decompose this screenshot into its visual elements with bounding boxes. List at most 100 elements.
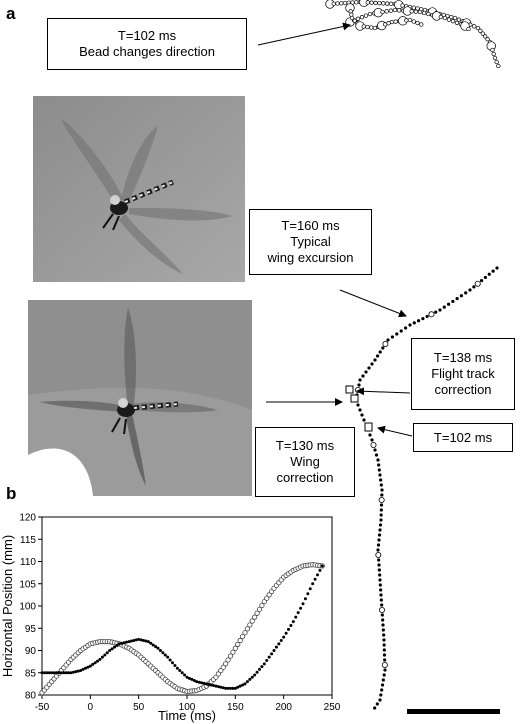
data-point-interp <box>86 665 90 669</box>
x-tick-label: 150 <box>227 702 244 713</box>
track-point <box>468 22 473 27</box>
track-point <box>487 39 493 45</box>
track-point <box>378 573 382 577</box>
x-axis-label: Time (ms) <box>158 708 216 723</box>
panel-b-label: b <box>6 484 17 503</box>
track-point <box>377 20 387 31</box>
track-point <box>381 623 385 627</box>
track-point <box>404 18 409 23</box>
track-point <box>351 18 357 23</box>
track-point <box>373 7 384 18</box>
callout-wing-correction-text2: correction <box>276 470 334 485</box>
track-point <box>382 643 386 647</box>
track-point <box>372 11 377 16</box>
track-point <box>486 41 496 51</box>
track-point <box>421 316 425 321</box>
data-point-interp <box>318 568 322 572</box>
data-point-interp <box>250 675 254 679</box>
data-point-interp <box>103 653 107 657</box>
callout-wing-correction-time: T=130 ms <box>275 438 335 453</box>
panel-a-label: a <box>6 4 16 23</box>
track-point <box>377 563 381 567</box>
track-point <box>352 18 357 23</box>
track-point <box>376 548 380 552</box>
x-tick-label: -50 <box>35 702 50 713</box>
track-point <box>354 398 358 402</box>
callout-bead-direction-time: T=102 ms <box>117 28 177 43</box>
data-point <box>291 620 295 624</box>
track-point <box>366 428 370 432</box>
data-point-interp <box>256 606 263 612</box>
track-point <box>379 483 383 487</box>
data-point-interp <box>100 655 104 659</box>
track-point <box>379 518 383 522</box>
track-point <box>397 19 402 24</box>
data-point <box>127 640 131 644</box>
y-tick-label: 90 <box>25 646 37 657</box>
track-point <box>438 14 443 20</box>
series-1 <box>39 562 325 696</box>
data-point-interp <box>238 684 242 688</box>
track-point <box>460 21 470 31</box>
track-point <box>422 10 427 16</box>
data-point <box>195 680 199 684</box>
data-point <box>252 614 258 620</box>
track-point <box>368 433 372 437</box>
track-point <box>350 0 355 5</box>
track-point <box>415 20 420 26</box>
data-point <box>204 682 208 686</box>
data-point-interp <box>105 651 109 655</box>
track-point <box>379 503 384 507</box>
data-point-interp <box>81 667 85 671</box>
track-point <box>369 25 374 30</box>
data-point <box>224 686 228 690</box>
data-point-interp <box>287 627 290 631</box>
data-point <box>214 684 218 688</box>
track-point-open <box>428 311 435 318</box>
track-point <box>379 598 383 602</box>
track-point <box>377 558 381 562</box>
track-point <box>458 22 464 27</box>
data-point <box>301 602 305 606</box>
arrow-flight-track <box>356 387 411 396</box>
track-point <box>373 0 378 6</box>
track-point <box>449 14 454 20</box>
callout-flight-track-time: T=138 ms <box>433 350 493 365</box>
data-point-interp <box>161 651 165 655</box>
track-point <box>388 1 394 6</box>
data-point-interp <box>76 669 80 673</box>
data-point-interp <box>139 638 143 642</box>
track-point <box>365 0 370 5</box>
data-point-interp <box>134 638 138 642</box>
data-point-interp <box>236 685 240 689</box>
track-point <box>376 354 380 358</box>
data-point <box>40 671 44 675</box>
data-point <box>272 649 276 652</box>
data-point-interp <box>151 643 155 647</box>
data-point-interp <box>74 670 78 674</box>
data-point-interp <box>248 677 252 681</box>
track-point <box>376 458 380 462</box>
data-point-interp <box>258 667 261 671</box>
data-point <box>166 655 170 659</box>
callout-typical-wing-time: T=160 ms <box>281 218 340 233</box>
track-point <box>397 8 402 13</box>
track-point <box>491 269 495 273</box>
x-tick-label: 50 <box>133 702 145 713</box>
track-point <box>358 378 362 382</box>
track-point <box>399 329 403 333</box>
callout-t102: T=102 ms <box>413 423 513 452</box>
track-point-open <box>354 386 361 393</box>
data-point-interp <box>316 573 319 577</box>
data-point-interp <box>144 639 148 643</box>
y-tick-label: 85 <box>25 668 37 679</box>
track-point <box>382 653 387 657</box>
track-point <box>378 350 382 354</box>
track-point <box>349 15 355 21</box>
track-point <box>437 11 443 17</box>
data-point-interp <box>180 671 184 675</box>
data-point-interp <box>47 671 51 675</box>
track-point <box>412 321 416 325</box>
data-point-interp <box>149 641 153 645</box>
data-point-interp <box>187 676 191 680</box>
